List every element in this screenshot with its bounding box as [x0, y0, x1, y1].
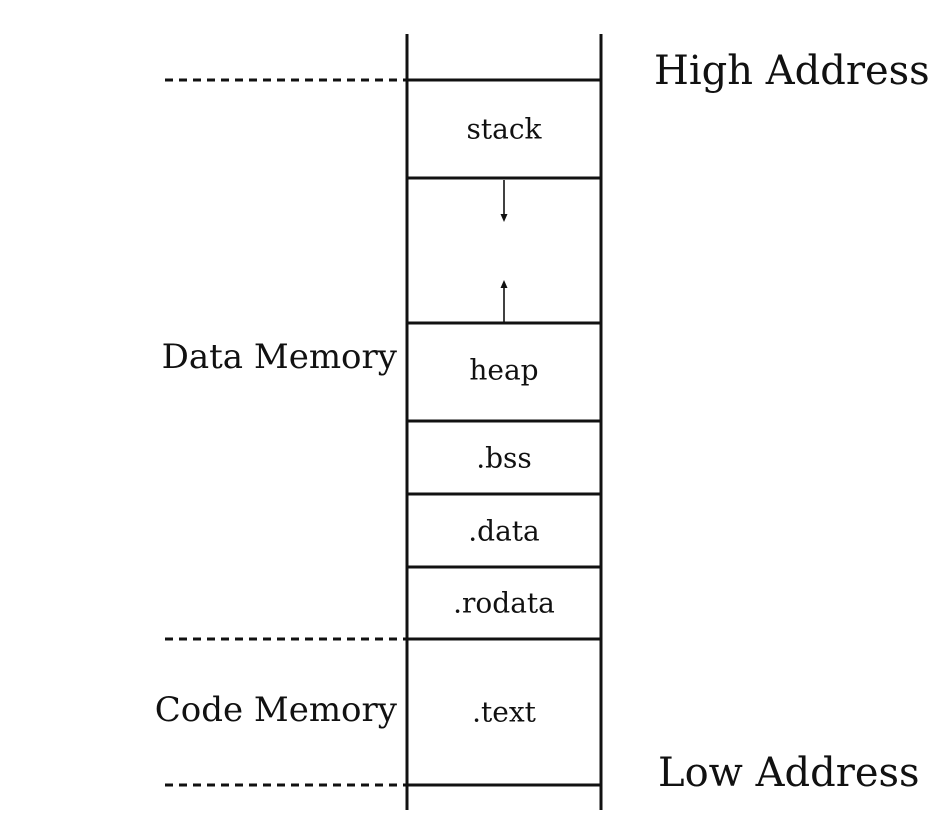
low-address-label: Low Address	[658, 750, 920, 796]
segment-label-data: .data	[468, 515, 539, 548]
segment-label-stack: stack	[467, 113, 543, 146]
segment-label-heap: heap	[469, 354, 538, 387]
segment-label-bss: .bss	[476, 442, 532, 475]
high-address-label: High Address	[654, 48, 930, 94]
stack-growth-arrow	[500, 180, 508, 222]
segment-label-text: .text	[472, 696, 537, 729]
region-label-data-memory: Data Memory	[162, 337, 398, 377]
region-label-code-memory: Code Memory	[155, 690, 398, 730]
segment-label-rodata: .rodata	[453, 587, 555, 620]
heap-growth-arrow	[500, 280, 508, 322]
